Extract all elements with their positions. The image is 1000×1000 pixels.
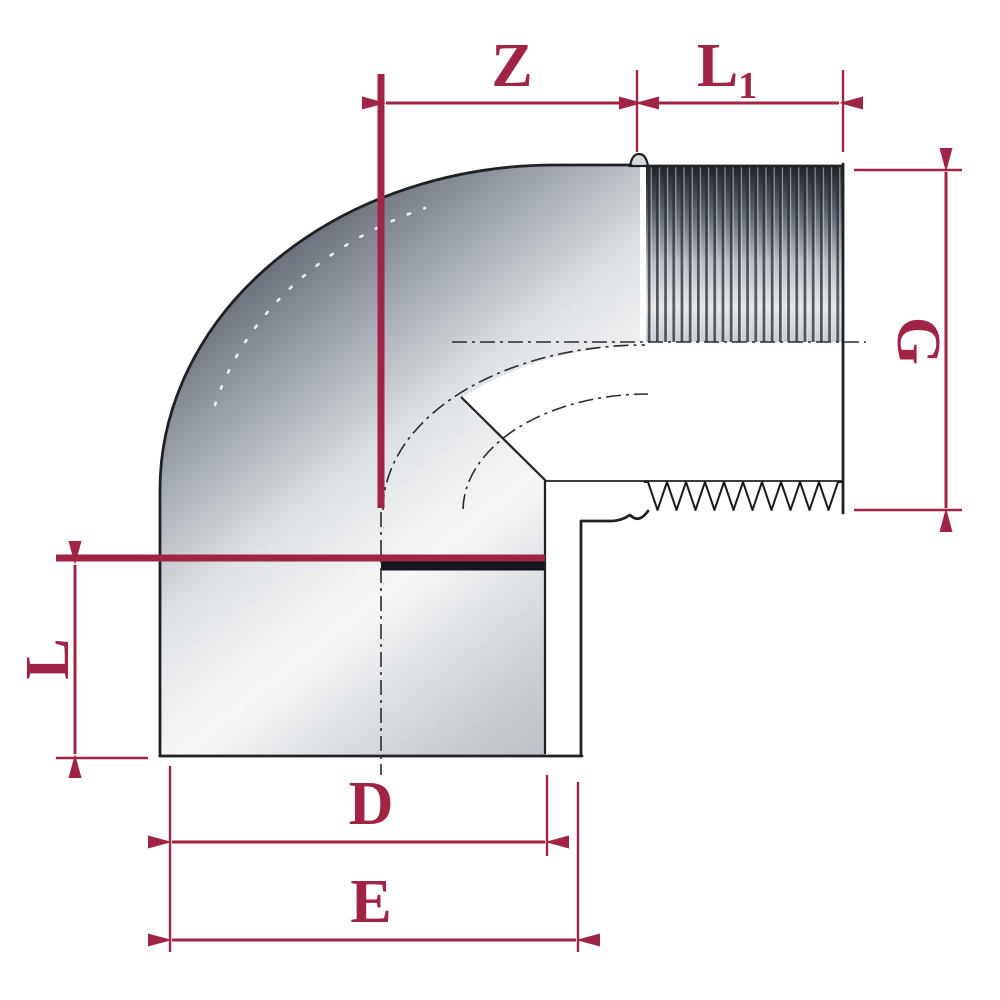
bore-arc-outer [382,344,646,511]
thread-leadin-bump [628,152,650,168]
section-wedge [462,342,640,480]
dim-label-l1: L1 [697,32,757,107]
section-thread-lower [640,342,843,480]
body-outline [158,163,633,758]
dim-label-d: D [349,770,394,838]
elbow-fitting [158,152,866,775]
step-outline [579,509,650,757]
thread-teeth [644,481,843,511]
dim-label-g: G [884,317,952,365]
highlight-dotted-arc [213,206,427,407]
section-cut-diagonal [460,396,547,482]
male-thread [628,152,843,342]
dim-label-l: L [14,638,82,679]
section-socket-wall [545,480,644,755]
dim-label-e: E [350,868,391,936]
dimensions: Z L1 G L D E [14,32,962,952]
dim-label-z: Z [491,32,532,100]
elbow-body [160,165,640,757]
bore-arc-inner [462,393,649,510]
